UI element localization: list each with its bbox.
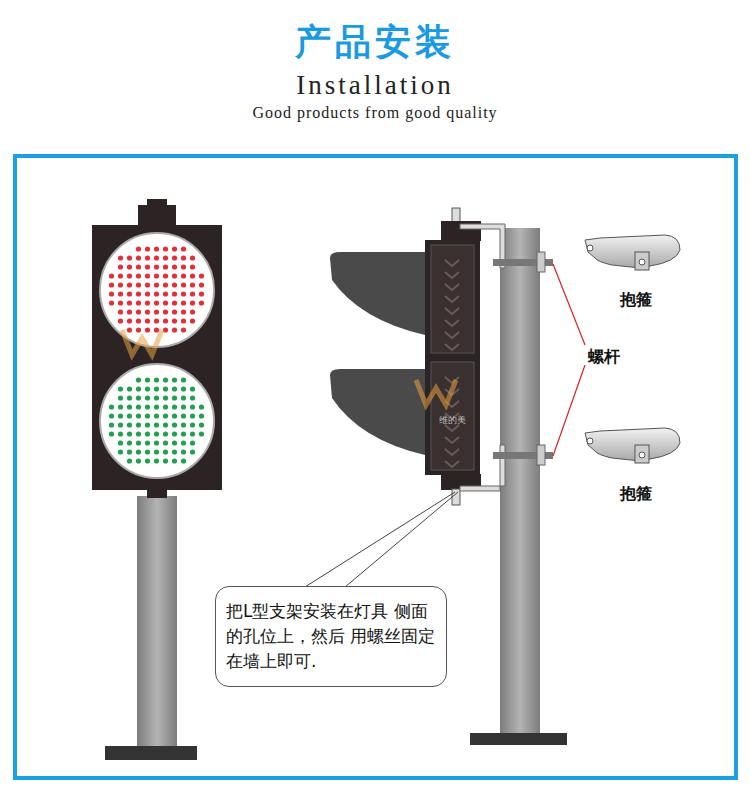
- part-label: 抱箍: [620, 484, 652, 505]
- part-label: 螺杆: [588, 347, 620, 368]
- callout-text: 把L型支架安装在灯具 侧面的孔位上，然后 用螺丝固定在墙上即可.: [226, 599, 436, 674]
- frame: [15, 156, 736, 778]
- light-housing: [425, 240, 480, 475]
- pole: [137, 496, 177, 748]
- pole: [500, 228, 540, 735]
- callout-box: 把L型支架安装在灯具 侧面的孔位上，然后 用螺丝固定在墙上即可.: [215, 586, 447, 687]
- green-lamp: [100, 364, 214, 478]
- callout-pointer: [305, 492, 458, 587]
- hoop-clamp: [585, 235, 680, 270]
- visor: [330, 252, 425, 335]
- base: [470, 733, 567, 745]
- base: [105, 746, 197, 760]
- visor: [330, 369, 425, 455]
- watermark: 维的美: [439, 414, 466, 427]
- leader-line: [553, 264, 585, 456]
- top-cap: [138, 205, 176, 227]
- l-bracket: [460, 445, 505, 491]
- title: 产品安装: [295, 18, 455, 67]
- light-housing: [92, 225, 222, 490]
- hoop-clamp: [585, 428, 680, 463]
- part-label: 抱箍: [620, 290, 652, 311]
- subtitle: Installation: [296, 70, 453, 101]
- red-lamp: [100, 233, 214, 347]
- logo-watermark: [122, 330, 456, 405]
- tagline: Good products from good quality: [252, 104, 497, 122]
